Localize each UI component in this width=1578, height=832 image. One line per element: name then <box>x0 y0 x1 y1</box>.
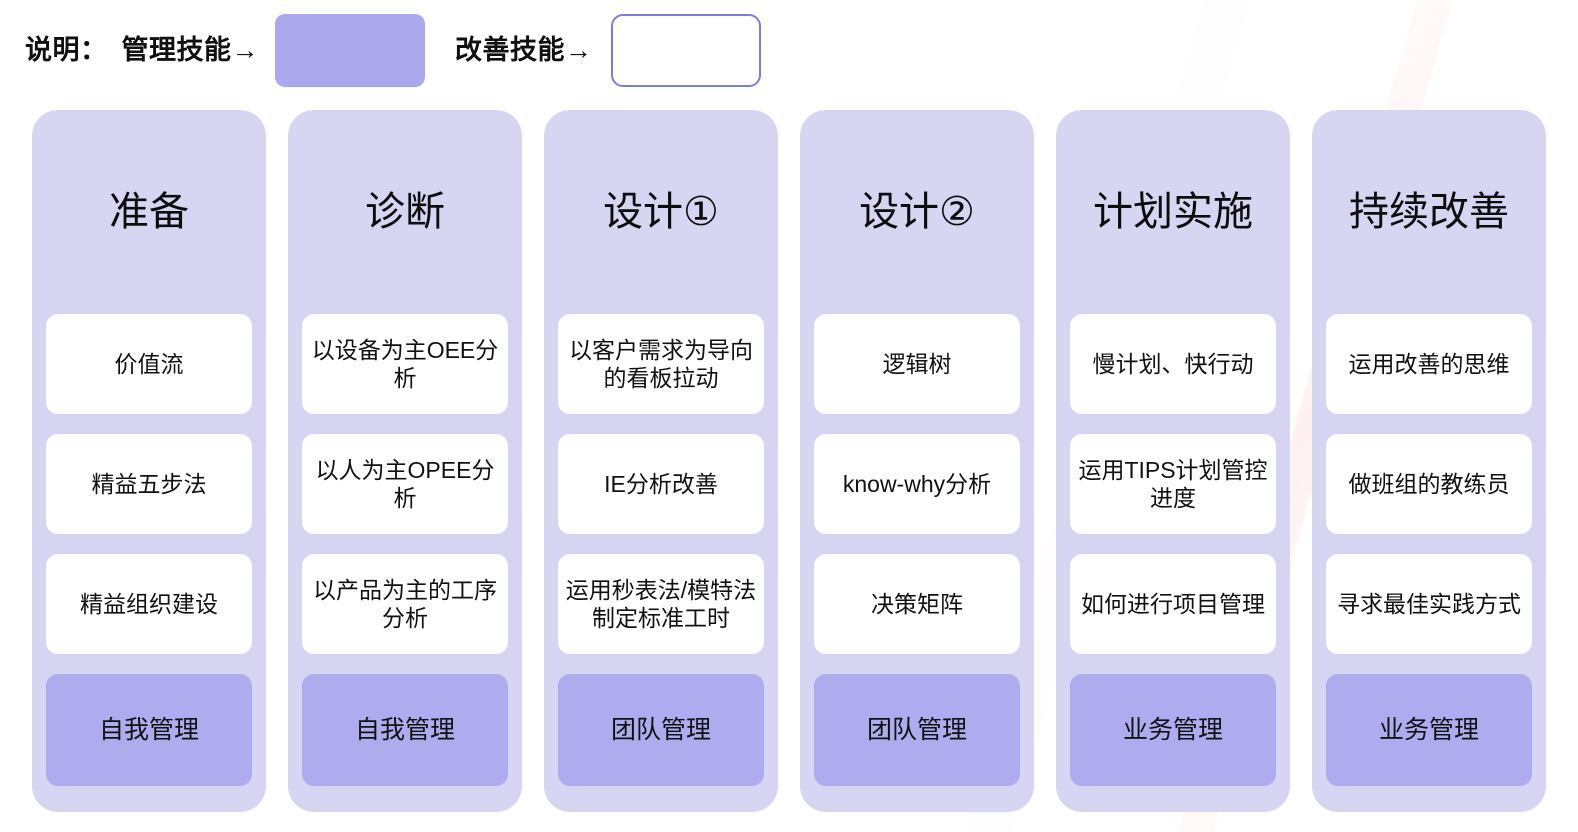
stage-column-title: 计划实施 <box>1093 190 1253 234</box>
improvement-skill-card[interactable]: 如何进行项目管理 <box>1070 554 1276 654</box>
management-skill-card[interactable]: 团队管理 <box>558 674 764 786</box>
improvement-skill-card[interactable]: 以设备为主OEE分析 <box>302 314 508 414</box>
management-skill-card[interactable]: 自我管理 <box>302 674 508 786</box>
management-skill-card[interactable]: 团队管理 <box>814 674 1020 786</box>
improvement-skill-card[interactable]: 慢计划、快行动 <box>1070 314 1276 414</box>
stage-column[interactable]: 诊断以设备为主OEE分析以人为主OPEE分析以产品为主的工序分析自我管理 <box>288 110 522 812</box>
legend-improvement-swatch <box>610 13 761 87</box>
stage-column-title: 设计① <box>603 190 719 234</box>
stage-card-list: 以客户需求为导向的看板拉动 IE分析改善运用秒表法/模特法制定标准工时团队管理 <box>558 314 764 786</box>
improvement-skill-card[interactable]: 逻辑树 <box>814 314 1020 414</box>
roadmap-board: 准备价值流精益五步法精益组织建设自我管理诊断以设备为主OEE分析以人为主OPEE… <box>0 110 1578 812</box>
stage-card-list: 价值流精益五步法精益组织建设自我管理 <box>46 314 252 786</box>
improvement-skill-card[interactable]: 精益五步法 <box>46 434 252 534</box>
improvement-skill-card[interactable]: 以产品为主的工序分析 <box>302 554 508 654</box>
stage-column[interactable]: 持续改善运用改善的思维做班组的教练员寻求最佳实践方式业务管理 <box>1312 110 1546 812</box>
improvement-skill-card[interactable]: 以客户需求为导向的看板拉动 <box>558 314 764 414</box>
stage-card-list: 以设备为主OEE分析以人为主OPEE分析以产品为主的工序分析自我管理 <box>302 314 508 786</box>
legend-management-swatch <box>275 13 425 87</box>
legend-improvement-label: 改善技能→ <box>455 34 593 65</box>
improvement-skill-card[interactable]: know-why分析 <box>814 434 1020 534</box>
stage-card-list: 运用改善的思维做班组的教练员寻求最佳实践方式业务管理 <box>1326 314 1532 786</box>
management-skill-card[interactable]: 业务管理 <box>1326 674 1532 786</box>
stage-column-title: 准备 <box>109 190 189 234</box>
management-skill-card[interactable]: 自我管理 <box>46 674 252 786</box>
improvement-skill-card[interactable]: 做班组的教练员 <box>1326 434 1532 534</box>
stage-card-list: 慢计划、快行动运用TIPS计划管控进度如何进行项目管理业务管理 <box>1070 314 1276 786</box>
improvement-skill-card[interactable]: 以人为主OPEE分析 <box>302 434 508 534</box>
stage-column[interactable]: 设计② 逻辑树 know-why分析决策矩阵团队管理 <box>800 110 1034 812</box>
stage-column[interactable]: 计划实施慢计划、快行动运用TIPS计划管控进度如何进行项目管理业务管理 <box>1056 110 1290 812</box>
improvement-skill-card[interactable]: 寻求最佳实践方式 <box>1326 554 1532 654</box>
improvement-skill-card[interactable]: 决策矩阵 <box>814 554 1020 654</box>
stage-column[interactable]: 设计① 以客户需求为导向的看板拉动 IE分析改善运用秒表法/模特法制定标准工时团队管… <box>544 110 778 812</box>
stage-column[interactable]: 准备价值流精益五步法精益组织建设自我管理 <box>32 110 266 812</box>
improvement-skill-card[interactable]: 价值流 <box>46 314 252 414</box>
management-skill-card[interactable]: 业务管理 <box>1070 674 1276 786</box>
stage-column-title: 设计② <box>859 190 975 234</box>
stage-card-list: 逻辑树 know-why分析决策矩阵团队管理 <box>814 314 1020 786</box>
stage-column-title: 持续改善 <box>1349 190 1509 234</box>
improvement-skill-card[interactable]: 精益组织建设 <box>46 554 252 654</box>
improvement-skill-card[interactable]: 运用改善的思维 <box>1326 314 1532 414</box>
legend-bar: 说明： 管理技能→ 改善技能→ <box>0 0 1578 100</box>
improvement-skill-card[interactable]: 运用TIPS计划管控进度 <box>1070 434 1276 534</box>
improvement-skill-card[interactable]: 运用秒表法/模特法制定标准工时 <box>558 554 764 654</box>
stage-column-title: 诊断 <box>365 190 445 234</box>
improvement-skill-card[interactable]: IE分析改善 <box>558 434 764 534</box>
legend-management-label: 说明： 管理技能→ <box>25 34 259 65</box>
